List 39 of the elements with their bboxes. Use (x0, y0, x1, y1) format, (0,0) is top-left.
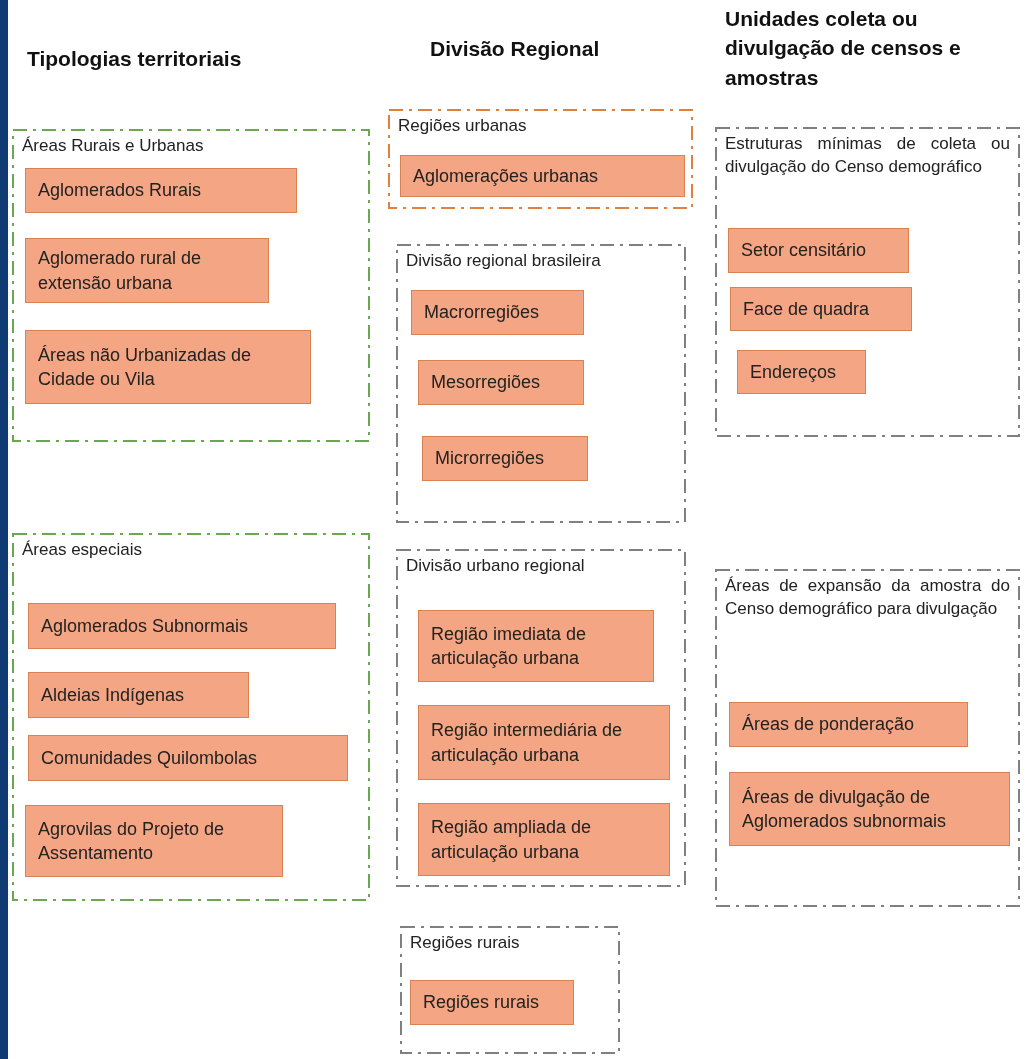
category-box: Endereços (737, 350, 866, 394)
group-heading: Áreas Rurais e Urbanas (22, 135, 205, 157)
category-box: Região imediata de articulação urbana (418, 610, 654, 682)
category-box: Aglomerado rural de extensão urbana (25, 238, 269, 303)
category-box: Áreas de ponderação (729, 702, 968, 747)
category-box: Região intermediária de articulação urbana (418, 705, 670, 780)
category-box: Região ampliada de articulação urbana (418, 803, 670, 876)
group-frame (388, 109, 693, 209)
group-heading: Regiões rurais (410, 932, 521, 954)
group-heading: Regiões urbanas (398, 115, 528, 137)
category-box: Agrovilas do Projeto de Assentamento (25, 805, 283, 877)
group-frame (715, 127, 1020, 437)
category-box: Áreas não Urbanizadas de Cidade ou Vila (25, 330, 311, 404)
category-box: Aglomerados Subnormais (28, 603, 336, 649)
category-box: Setor censitário (728, 228, 909, 273)
group-heading: Estruturas mínimas de coleta ou divulgação do Censo demográfico (725, 133, 1010, 178)
category-box: Comunidades Quilombolas (28, 735, 348, 781)
category-box: Áreas de divulgação de Aglomerados subnormais (729, 772, 1010, 846)
category-box: Aglomerados Rurais (25, 168, 297, 213)
category-box: Macrorregiões (411, 290, 584, 335)
group-frame (396, 549, 686, 887)
group-heading: Áreas especiais (22, 539, 143, 561)
group-heading: Áreas de expansão da amostra do Censo demográfico para divulgação (725, 575, 1010, 620)
group-frame (400, 926, 620, 1054)
column-heading: Divisão Regional (430, 36, 601, 62)
column-heading: Tipologias territoriais (27, 46, 243, 72)
group-frame (12, 129, 370, 442)
group-frame (715, 569, 1020, 907)
category-box: Microrregiões (422, 436, 588, 481)
category-box: Aldeias Indígenas (28, 672, 249, 718)
group-heading: Divisão urbano regional (406, 555, 586, 577)
category-box: Aglomerações urbanas (400, 155, 685, 197)
category-box: Face de quadra (730, 287, 912, 331)
category-box: Regiões rurais (410, 980, 574, 1025)
column-heading: Unidades coleta ou divulgação de censos e amostras (725, 6, 962, 91)
category-box: Mesorregiões (418, 360, 584, 405)
group-frame (396, 244, 686, 523)
group-frame (12, 533, 370, 901)
group-heading: Divisão regional brasileira (406, 250, 602, 272)
